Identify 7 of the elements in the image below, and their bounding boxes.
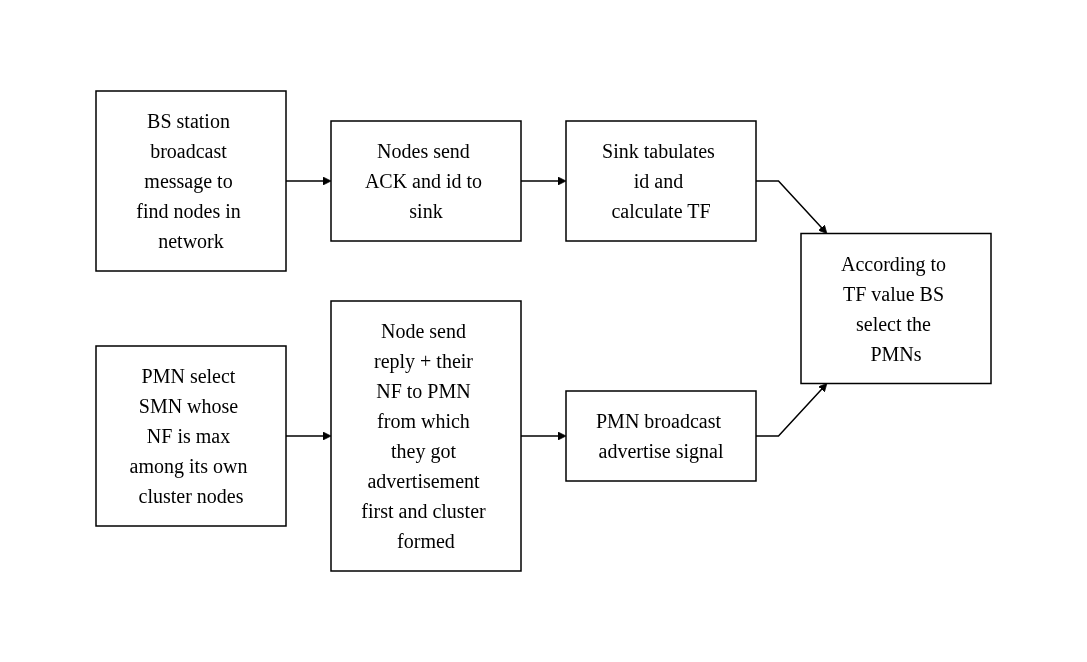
node-box: Node send reply + their NF to PMN from which they got advertisement first and cluster formed	[330, 300, 522, 572]
node-box: PMN select SMN whose NF is max among its own cluster nodes	[95, 345, 287, 527]
node-box: Nodes send ACK and id to sink	[330, 120, 522, 242]
node-box: PMN broadcast advertise signal	[565, 390, 757, 482]
node-box: Sink tabulates id and calculate TF	[565, 120, 757, 242]
node-box: BS station broadcast message to find nodes in network	[95, 90, 287, 272]
node-box: According to TF value BS select the PMNs	[800, 232, 992, 385]
